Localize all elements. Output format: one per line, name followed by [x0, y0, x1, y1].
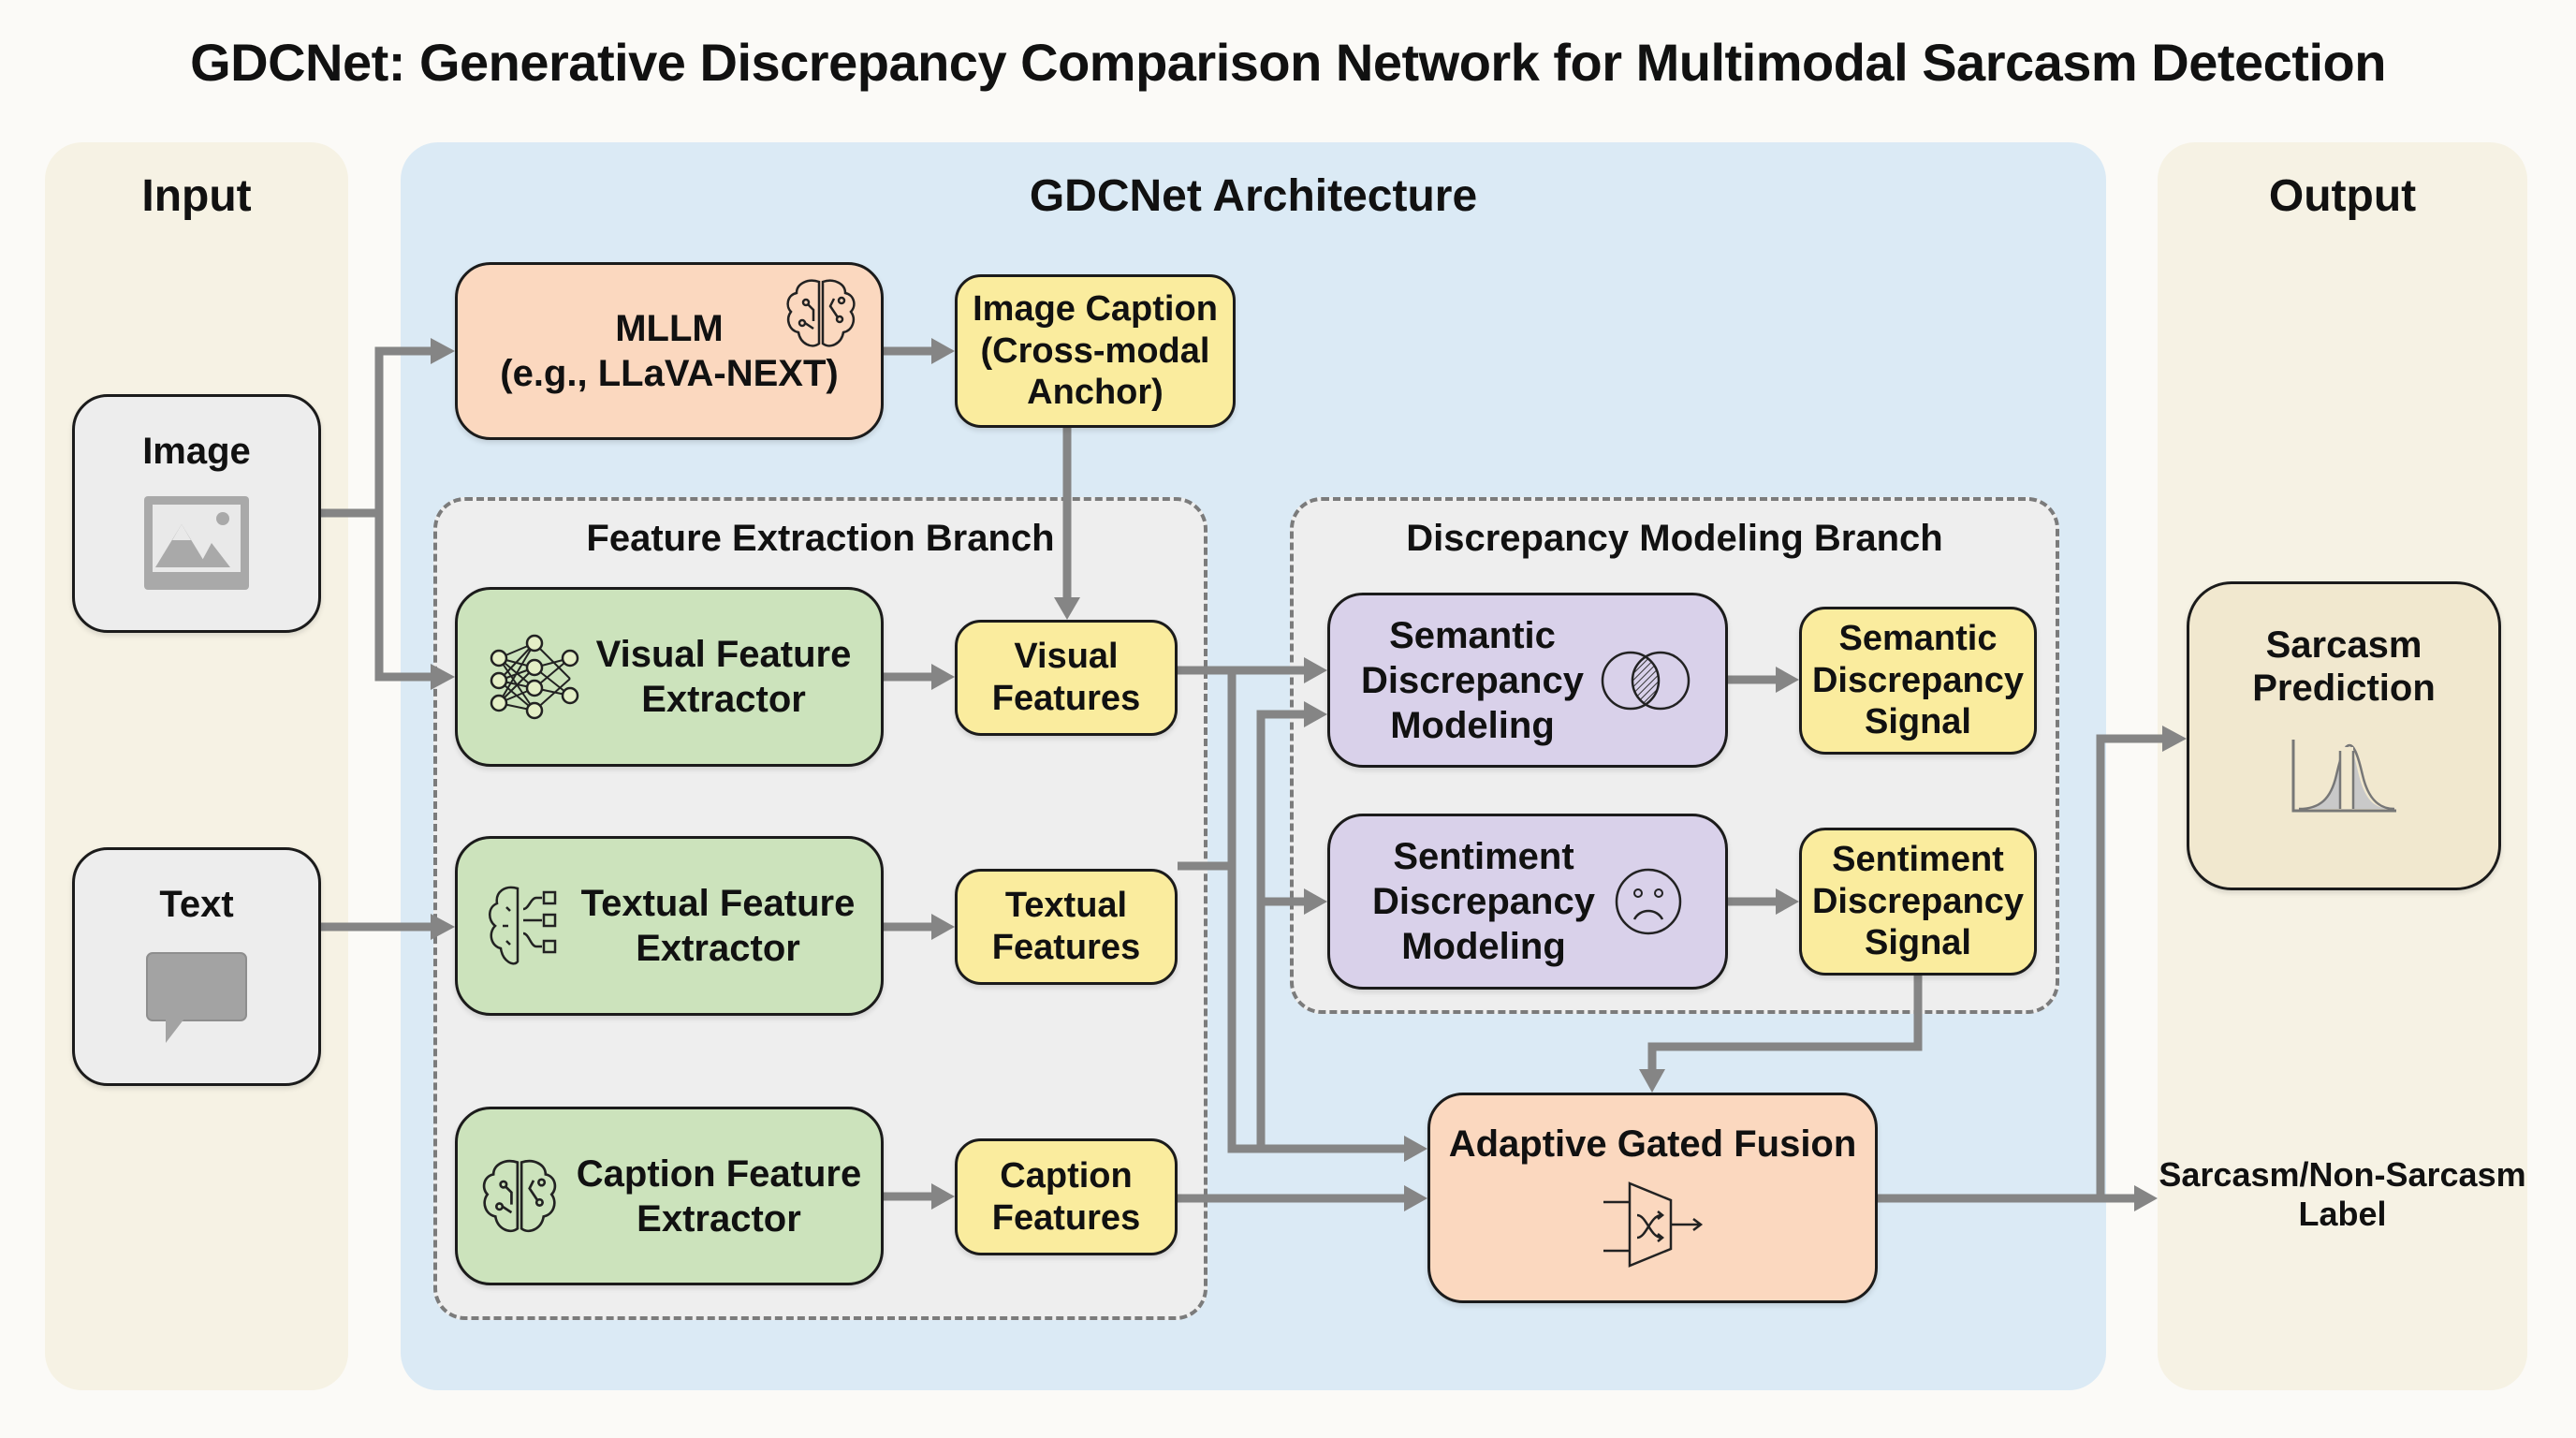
arrowhead — [431, 664, 455, 690]
sarcasm-prediction-label: Sarcasm Prediction — [2252, 624, 2436, 709]
semantic-discrepancy-modeling-label: Semantic Discrepancy Modeling — [1361, 614, 1584, 746]
adaptive-gated-fusion-label: Adaptive Gated Fusion — [1448, 1123, 1857, 1165]
textual-features-label: Textual Features — [991, 886, 1141, 967]
arrowhead — [931, 1183, 955, 1210]
arrowhead — [1304, 701, 1327, 727]
arrowhead — [1404, 1136, 1427, 1162]
final-label-text: Sarcasm/Non-Sarcasm Label — [2159, 1155, 2526, 1234]
wire-image-split — [321, 346, 431, 518]
mllm-node[interactable]: MLLM (e.g., LLaVA-NEXT) — [455, 262, 884, 440]
neural-network-icon — [490, 634, 578, 720]
brain-nodes-icon — [488, 886, 556, 965]
arrowhead — [931, 664, 955, 690]
arrowhead — [431, 914, 455, 940]
caption-feature-extractor-label: Caption Feature Extractor — [576, 1152, 862, 1240]
discrepancy-branch-title: Discrepancy Modeling Branch — [1406, 518, 1943, 559]
input-panel: Input — [45, 142, 348, 1390]
arrowhead — [2134, 1185, 2158, 1211]
visual-features-node[interactable]: Visual Features — [955, 620, 1178, 736]
arrowhead — [931, 338, 955, 364]
arrowhead — [1304, 888, 1327, 915]
brain-circuit-icon — [482, 1159, 556, 1232]
adaptive-gated-fusion-node[interactable]: Adaptive Gated Fusion — [1427, 1093, 1878, 1303]
wire-signal-to-fusion — [1647, 976, 1923, 1069]
visual-features-label: Visual Features — [991, 637, 1141, 718]
input-panel-title: Input — [141, 171, 252, 221]
output-panel-title: Output — [2268, 171, 2417, 221]
feature-branch-title: Feature Extraction Branch — [586, 518, 1055, 559]
visual-feature-extractor-label: Visual Feature Extractor — [595, 634, 852, 720]
visual-feature-extractor-node[interactable]: Visual Feature Extractor — [455, 587, 884, 767]
arrowhead — [431, 338, 455, 364]
arrowhead — [1776, 888, 1799, 915]
image-caption-node[interactable]: Image Caption (Cross-modal Anchor) — [955, 274, 1236, 428]
arrowhead — [1304, 657, 1327, 683]
sentiment-discrepancy-modeling-node[interactable]: Sentiment Discrepancy Modeling — [1327, 814, 1728, 990]
brain-circuit-icon — [786, 279, 856, 347]
caption-feature-extractor-node[interactable]: Caption Feature Extractor — [455, 1107, 884, 1285]
arrowhead — [1776, 667, 1799, 693]
image-icon — [144, 496, 249, 590]
arrowhead — [1639, 1069, 1665, 1093]
arrowhead — [2162, 726, 2187, 752]
image-caption-label: Image Caption (Cross-modal Anchor) — [973, 288, 1218, 413]
textual-features-node[interactable]: Textual Features — [955, 869, 1178, 985]
arrowhead — [931, 914, 955, 940]
gate-multiplexer-icon — [1603, 1181, 1703, 1268]
bell-curve-icon — [2291, 740, 2396, 813]
wire-bus-b — [1256, 710, 1304, 1149]
sarcasm-prediction-node[interactable]: Sarcasm Prediction — [2187, 581, 2501, 890]
venn-diagram-icon — [1601, 651, 1690, 710]
image-input-node[interactable]: Image — [72, 394, 321, 633]
sad-face-icon — [1615, 868, 1682, 935]
sentiment-discrepancy-signal-label: Sentiment Discrepancy Signal — [1811, 839, 2024, 963]
semantic-discrepancy-modeling-node[interactable]: Semantic Discrepancy Modeling — [1327, 593, 1728, 768]
caption-features-node[interactable]: Caption Features — [955, 1138, 1178, 1255]
arrowhead — [1054, 597, 1080, 620]
semantic-discrepancy-signal-node[interactable]: Semantic Discrepancy Signal — [1799, 607, 2037, 755]
image-input-label: Image — [142, 431, 251, 472]
arrowhead — [1404, 1185, 1427, 1211]
architecture-panel-title: GDCNet Architecture — [1029, 171, 1478, 221]
wire-image-to-visual — [374, 513, 431, 682]
speech-bubble-icon — [146, 952, 247, 1043]
wire-bus-a — [1227, 670, 1404, 1153]
sentiment-discrepancy-modeling-label: Sentiment Discrepancy Modeling — [1372, 836, 1595, 967]
semantic-discrepancy-signal-label: Semantic Discrepancy Signal — [1811, 618, 2024, 742]
sentiment-discrepancy-signal-node[interactable]: Sentiment Discrepancy Signal — [1799, 828, 2037, 976]
text-input-node[interactable]: Text — [72, 847, 321, 1086]
text-input-label: Text — [159, 884, 234, 925]
textual-feature-extractor-node[interactable]: Textual Feature Extractor — [455, 836, 884, 1016]
diagram-title: GDCNet: Generative Discrepancy Compariso… — [190, 33, 2386, 92]
caption-features-label: Caption Features — [991, 1155, 1141, 1238]
textual-feature-extractor-label: Textual Feature Extractor — [580, 883, 856, 969]
mllm-label: MLLM (e.g., LLaVA-NEXT) — [500, 308, 839, 394]
wire-fusion-to-prediction — [2096, 734, 2162, 1198]
